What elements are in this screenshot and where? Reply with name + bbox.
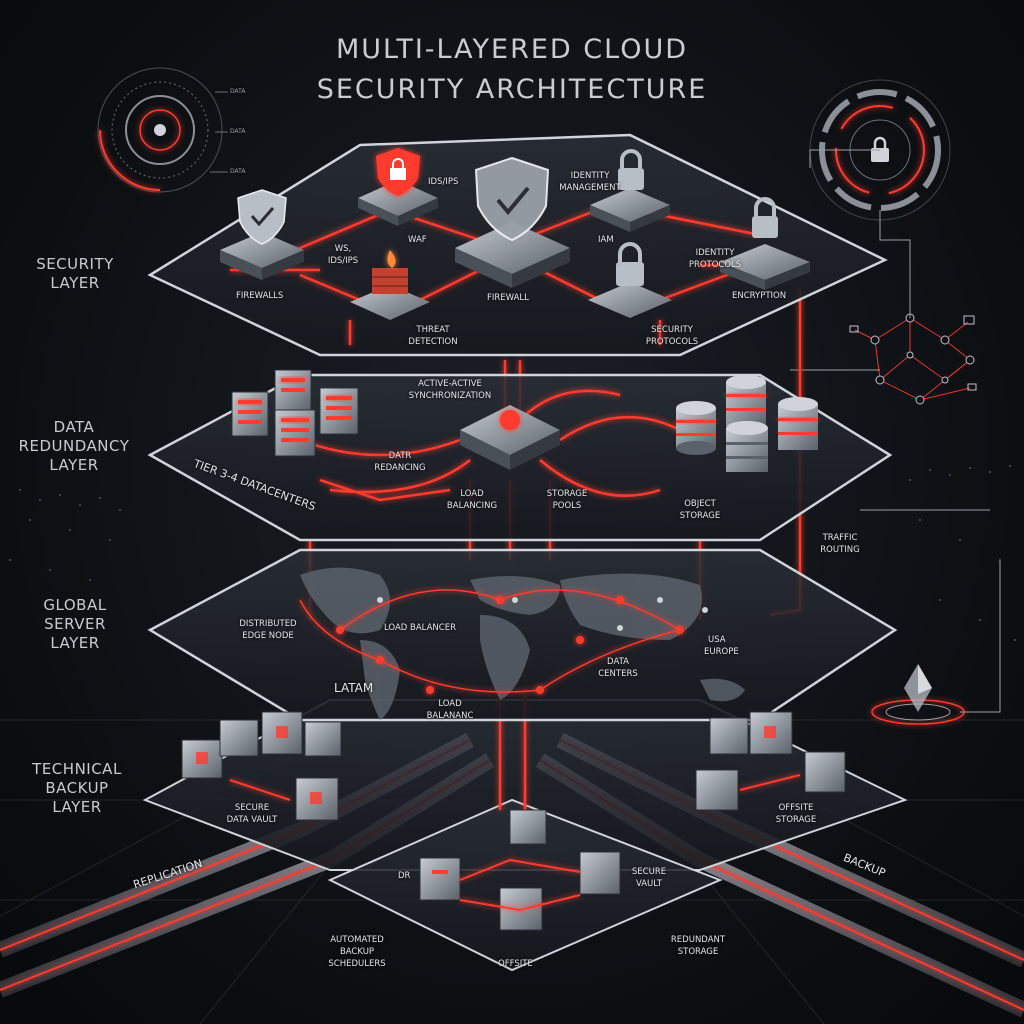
label-waf: WAF (408, 235, 427, 245)
label-offsite: OFFSITE (498, 959, 533, 969)
label-distributed-edge-node: DISTRIBUTED EDGE NODE (239, 619, 297, 641)
page-title: MULTI-LAYERED CLOUD SECURITY ARCHITECTUR… (212, 30, 812, 110)
label-offsite-storage: OFFSITE STORAGE (775, 803, 817, 825)
particle-field-left (9, 489, 121, 581)
security-devices (220, 148, 810, 320)
storage-drums (676, 375, 818, 472)
label-secure-data-vault: SECURE DATA VAULT (226, 803, 278, 825)
redundancy-layer-label: DATA REDUNDANCY LAYER (18, 418, 130, 474)
label-encryption: ENCRYPTION (732, 291, 787, 301)
encryption-device (720, 197, 810, 290)
gauge-label-1: DATA (230, 88, 246, 95)
label-redundant-storage: REDUNDANT STORAGE (670, 935, 726, 957)
label-ids-ips: IDS/IPS (428, 177, 459, 187)
security-layer-label: SECURITY LAYER (36, 255, 114, 292)
label-object-storage: OBJECT STORAGE (679, 499, 721, 521)
global-platform (147, 548, 898, 722)
label-storage-pools: STORAGE POOLS (546, 489, 588, 511)
label-identity-protocols: IDENTITY PROTOCOLS (688, 248, 742, 270)
label-active-active: ACTIVE-ACTIVE SYNCHRONIZATION (408, 379, 492, 401)
label-firewall: FIREWALL (487, 293, 529, 303)
label-latam: LATAM (334, 681, 374, 695)
firewalls-device (220, 189, 304, 280)
label-identity-management: IDENTITY MANAGEMENT (559, 171, 621, 193)
label-secure-vault: SECURE VAULT (631, 867, 667, 889)
server-racks (231, 369, 359, 457)
label-load-balanc: LOAD BALANANC (426, 699, 474, 721)
redundancy-links (299, 389, 681, 502)
label-automated-backup: AUTOMATED BACKUP SCHEDULERS (328, 935, 386, 969)
label-europe: EUROPE (704, 647, 739, 657)
network-graph (849, 313, 977, 405)
connector-lines (790, 149, 1001, 713)
label-ws-ids-ips: WS, IDS/IPS (327, 244, 359, 266)
backup-boxes (181, 711, 846, 931)
label-load-balancing: LOAD BALANCING (446, 489, 498, 511)
sync-hub (460, 405, 560, 470)
label-load-balancer: LOAD BALANCER (384, 623, 456, 633)
label-data-centers: DATA CENTERS (598, 657, 638, 679)
crystal-hologram (871, 664, 965, 725)
backup-layer-label: TECHNICAL BACKUP LAYER (32, 760, 122, 816)
title-line-2: SECURITY ARCHITECTURE (316, 74, 708, 105)
label-usa: USA (708, 635, 726, 645)
label-dr: DR (398, 871, 411, 881)
label-data-redancing: DATR REDANCING (374, 451, 426, 473)
threat-device (350, 250, 430, 320)
label-threat-detection: THREAT DETECTION (408, 325, 458, 347)
hud-gauge-left (97, 67, 228, 193)
map-pins (336, 596, 684, 694)
world-map (300, 567, 745, 720)
map-routes (299, 589, 681, 693)
map-pin-markers (377, 597, 708, 631)
global-layer-label: GLOBAL SERVER LAYER (43, 596, 107, 652)
gauge-label-2: DATA (230, 128, 246, 135)
gauge-label-3: DATA (230, 168, 246, 175)
label-firewalls: FIREWALLS (236, 291, 284, 301)
firewall-device (455, 156, 570, 288)
waf-device (358, 148, 438, 226)
protocols-device (588, 242, 672, 318)
title-line-1: MULTI-LAYERED CLOUD (335, 34, 689, 65)
identity-device (590, 149, 670, 232)
label-traffic-routing: TRAFFIC ROUTING (820, 533, 860, 555)
backup-links (229, 774, 801, 912)
label-iam: IAM (598, 235, 614, 245)
label-security-protocols: SECURITY PROTOCOLS (645, 325, 699, 347)
